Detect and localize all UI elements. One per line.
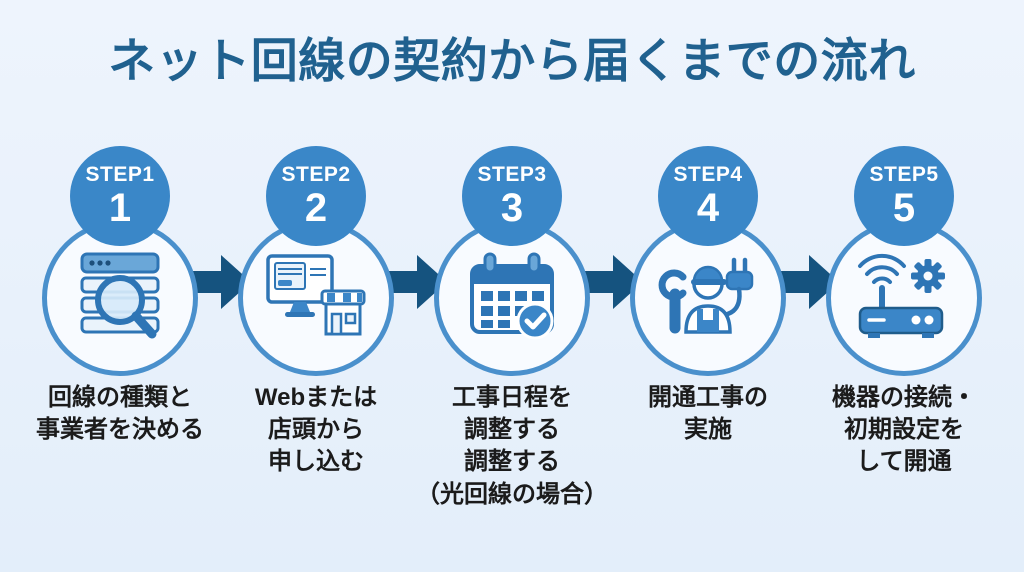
arrow-right-icon	[773, 146, 839, 511]
step-column-1: STEP1 1 回線の種類と 事業者を決める	[36, 146, 204, 446]
step-description: 機器の接続・ 初期設定を して開通	[832, 384, 976, 476]
step-badge-1: STEP1 1	[70, 146, 170, 247]
step-icon-circle-1	[42, 220, 198, 377]
step-badge-number: 4	[696, 186, 720, 231]
step-badge-3: STEP3 3	[462, 146, 562, 247]
step-column-5: STEP5 5	[824, 146, 984, 478]
step-badge-number: 3	[500, 186, 524, 231]
calendar-check-icon	[460, 248, 564, 349]
web-and-store-icon	[264, 248, 368, 349]
step-icon-circle-3	[434, 220, 590, 377]
search-plans-icon	[68, 248, 172, 349]
step-column-4: STEP4 4	[628, 146, 788, 446]
step-badge-number: 2	[304, 186, 328, 231]
step-description: 回線の種類と 事業者を決める	[36, 384, 204, 444]
step-badge-2: STEP2 2	[266, 146, 366, 247]
arrow-right-icon	[577, 146, 643, 511]
step-badge-label: STEP4	[673, 163, 743, 187]
arrow-right-icon	[185, 146, 251, 511]
step-description: 開通工事の 実施	[648, 384, 768, 444]
page-title: ネット回線の契約から届くまでの流れ	[108, 34, 916, 87]
router-setup-icon	[852, 248, 956, 349]
step-icon-circle-2	[238, 220, 394, 377]
steps-flow: STEP1 1 回線の種類と 事業者を決める	[0, 146, 1024, 511]
step-description: Webまたは 店頭から 申し込む	[254, 384, 378, 476]
step-badge-label: STEP5	[869, 163, 939, 187]
step-badge-number: 5	[892, 186, 916, 231]
step-badge-label: STEP3	[477, 163, 547, 187]
step-badge-4: STEP4 4	[658, 146, 758, 247]
step-badge-label: STEP2	[281, 163, 351, 187]
worker-plug-icon	[656, 248, 760, 349]
arrow-right-icon	[381, 146, 447, 511]
step-icon-circle-4	[630, 220, 786, 377]
step-badge-number: 1	[108, 186, 132, 231]
step-column-3: STEP3 3	[416, 146, 608, 511]
step-badge-label: STEP1	[85, 163, 155, 187]
step-description: 工事日程を 調整する 調整する （光回線の場合）	[416, 384, 608, 508]
step-icon-circle-5	[826, 220, 982, 377]
step-column-2: STEP2 2	[236, 146, 396, 478]
step-badge-5: STEP5 5	[854, 146, 954, 247]
